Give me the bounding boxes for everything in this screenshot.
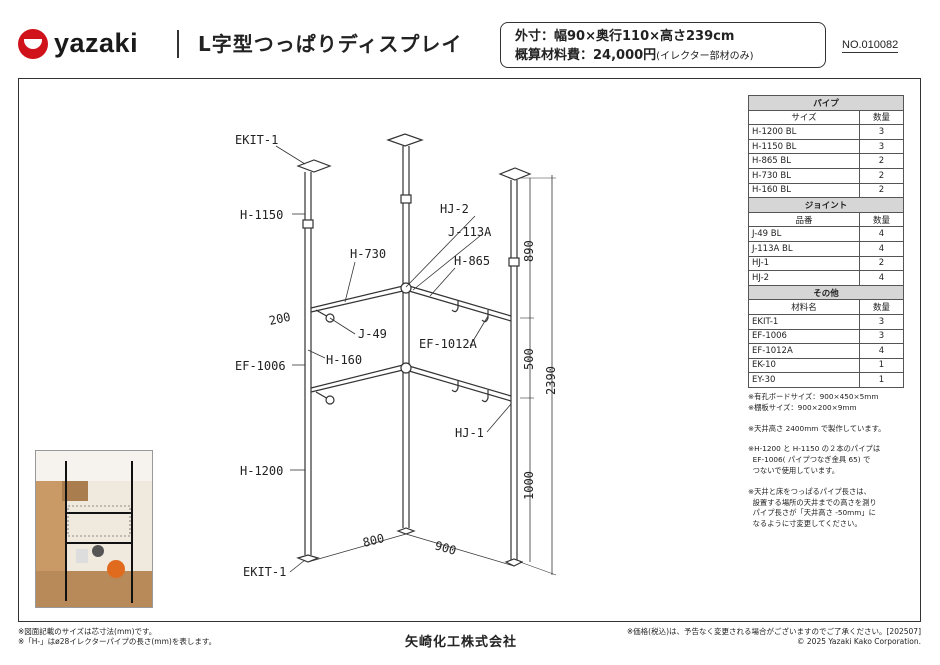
part-qty: 4 — [859, 226, 904, 242]
label-500: 500 — [522, 348, 536, 370]
parts-section-header: ジョイント — [748, 197, 904, 213]
label-h1150: H-1150 — [240, 208, 283, 222]
label-800: 800 — [361, 531, 385, 550]
ekit-plate-center — [386, 133, 424, 147]
part-name: H-865 BL — [748, 153, 860, 169]
part-name: EK-10 — [748, 357, 860, 374]
part-name: EF-1012A — [748, 343, 860, 359]
part-qty: 2 — [859, 182, 904, 199]
label-890: 890 — [522, 240, 536, 262]
label-j113a: J-113A — [448, 225, 492, 239]
label-1000: 1000 — [522, 471, 536, 500]
part-name: H-1200 BL — [748, 124, 860, 140]
label-ekit-top: EKIT-1 — [235, 133, 278, 147]
parts-column-header: サイズ数量 — [748, 109, 904, 126]
footer-notes-left: ※図面記載のサイズは芯寸法(mm)です。 ※「H-」はø28イレクターパイプの長… — [18, 627, 217, 646]
part-qty: 4 — [859, 240, 904, 257]
label-ef1012a: EF-1012A — [419, 337, 478, 351]
part-qty: 1 — [859, 357, 904, 374]
part-qty: 1 — [859, 372, 904, 388]
installation-photo — [35, 450, 153, 608]
label-ekit-bottom: EKIT-1 — [243, 565, 286, 579]
label-ef1006: EF-1006 — [235, 359, 286, 373]
spec-box: 外寸：幅90×奥行110×高さ239cm 概算材料費：24,000円(イレクター… — [500, 22, 826, 68]
part-name: EF-1006 — [748, 328, 860, 345]
spec-cost: 概算材料費：24,000円(イレクター部材のみ) — [515, 46, 811, 66]
label-hj2: HJ-2 — [440, 202, 469, 216]
part-qty: 4 — [859, 270, 904, 286]
label-h1200: H-1200 — [240, 464, 283, 478]
part-qty: 3 — [859, 138, 904, 155]
label-hj1: HJ-1 — [455, 426, 484, 440]
ekit-plate-left — [296, 159, 332, 173]
label-900: 900 — [433, 538, 458, 557]
parts-column-header: 材料名数量 — [748, 299, 904, 315]
footer-notes-right: ※価格(税込)は、予告なく変更される場合がございますのでご了承ください。[202… — [626, 627, 921, 646]
parts-section-header: パイプ — [748, 95, 904, 111]
parts-column-header: 品番数量 — [748, 211, 904, 228]
part-name: HJ-1 — [748, 255, 860, 272]
label-j49: J-49 — [358, 327, 387, 341]
part-qty: 3 — [859, 313, 904, 330]
part-name: J-113A BL — [748, 240, 860, 257]
spec-dimensions: 外寸：幅90×奥行110×高さ239cm — [515, 29, 735, 44]
part-qty: 2 — [859, 167, 904, 184]
label-h160: H-160 — [326, 353, 362, 367]
note-ceiling: ※天井高さ 2400mm で製作しています。 — [748, 423, 886, 433]
company-name: 矢崎化工株式会社 — [405, 635, 518, 650]
part-name: EY-30 — [748, 372, 860, 388]
part-qty: 3 — [859, 124, 904, 140]
ekit-plate-right — [498, 167, 532, 181]
note-joint: ※H-1200 と H-1150 の２本のパイプは EF-1006( パイプつな… — [748, 444, 881, 475]
part-name: H-1150 BL — [748, 138, 860, 155]
spec-cost-note: (イレクター部材のみ) — [656, 51, 754, 62]
label-2390: 2390 — [544, 366, 558, 395]
brand-name: yazaki — [54, 28, 139, 58]
part-name: EKIT-1 — [748, 313, 860, 330]
part-name: H-730 BL — [748, 167, 860, 184]
parts-section-header: その他 — [748, 284, 904, 301]
part-qty: 3 — [859, 328, 904, 345]
part-qty: 4 — [859, 343, 904, 359]
part-qty: 2 — [859, 153, 904, 169]
note-board-size: ※有孔ボードサイズ：900×450×5mm — [748, 392, 879, 401]
part-name: J-49 BL — [748, 226, 860, 242]
spec-cost-value: 概算材料費：24,000円 — [515, 48, 657, 63]
yazaki-logo-icon — [18, 28, 48, 59]
part-name: HJ-2 — [748, 270, 860, 286]
page-title: L字型つっぱりディスプレイ — [198, 32, 463, 56]
label-h730: H-730 — [350, 247, 386, 261]
document-number: NO.010082 — [842, 39, 899, 53]
yazaki-logo: yazaki — [18, 28, 138, 59]
label-h865: H-865 — [454, 254, 490, 268]
header-divider — [177, 30, 179, 58]
label-200: 200 — [268, 310, 292, 328]
drawing-frame — [18, 78, 921, 622]
notes: ※有孔ボードサイズ：900×450×5mm ※棚板サイズ：900×200×9mm… — [748, 392, 918, 540]
note-length: ※天井と床をつっぱるパイプ長さは、 設置する場所の天井までの高さを測り パイプ長… — [748, 486, 877, 529]
note-shelf-size: ※棚板サイズ：900×200×9mm — [748, 402, 857, 412]
part-name: H-160 BL — [748, 182, 860, 199]
part-qty: 2 — [859, 255, 904, 272]
